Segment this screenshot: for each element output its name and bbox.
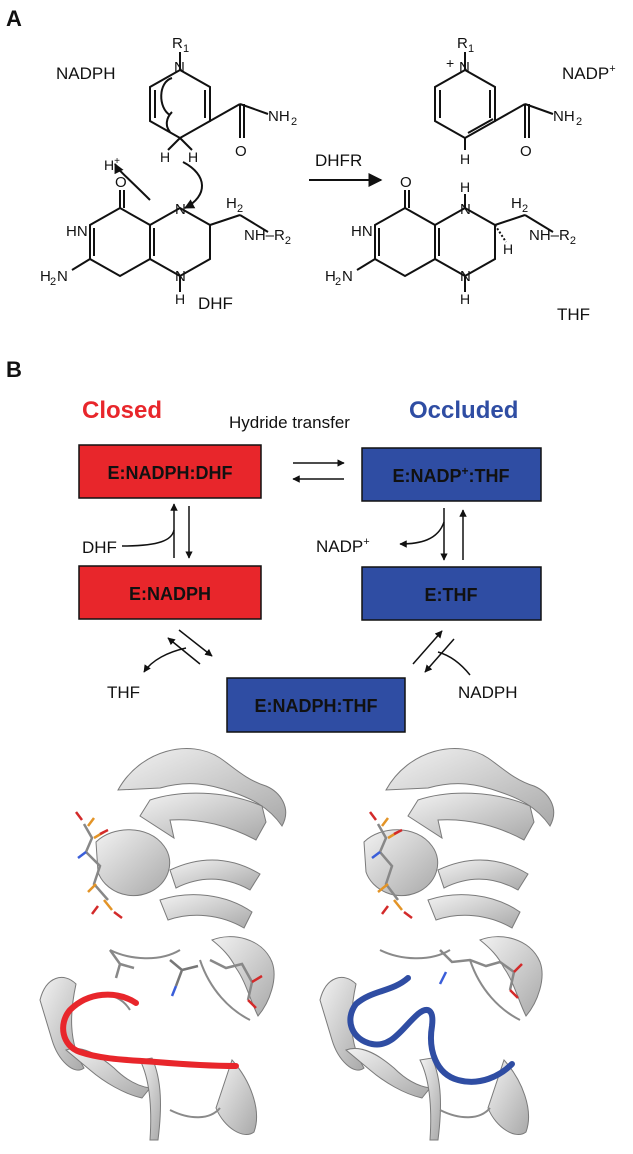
dhf-h2n-n: N (57, 268, 68, 285)
dhf-nh-atom: N (175, 268, 186, 285)
scheme-arrows (121, 459, 471, 676)
state-e-nadph-dhf: E:NADPH:DHF (78, 444, 262, 499)
nadph-structure (149, 52, 269, 151)
nadph-label: NADPH (56, 64, 116, 83)
nadp-nh2-atom: NH (553, 108, 575, 125)
state-e-nadp-thf: E:NADP+:THF (361, 447, 542, 502)
dhf-structure (71, 161, 269, 292)
thf-n5-atom: N (460, 201, 471, 218)
ligand-nadph: NADPH (458, 683, 518, 702)
panel-a: A NADPH N R 1 O NH 2 H H (6, 6, 616, 324)
thf-h2n-atom: H (325, 268, 336, 285)
loop-occluded (347, 975, 515, 1085)
svg-text:E:NADPH:DHF: E:NADPH:DHF (108, 463, 233, 483)
nadp-h-atom: H (460, 151, 470, 167)
nadph-nh2-sub: 2 (291, 116, 297, 128)
dhf-label: DHF (198, 294, 233, 313)
svg-text:E:THF: E:THF (425, 585, 478, 605)
nadp-label: NADP+ (562, 63, 616, 83)
thf-h2n-n: N (342, 268, 353, 285)
loop-closed (60, 991, 239, 1069)
proton-label: H+ (104, 156, 120, 173)
dhf-n5-atom: N (175, 201, 186, 218)
dhf-nh-r2: NH–R2 (244, 227, 291, 247)
nadph-r-atom: R (172, 35, 183, 52)
state-e-nadph-thf: E:NADPH:THF (226, 677, 406, 733)
thf-o-atom: O (400, 174, 412, 191)
ligand-sticks-closed (75, 811, 263, 1009)
nadph-nh2-atom: NH (268, 108, 290, 125)
thf-structure (356, 190, 554, 292)
protein-structure-occluded (319, 748, 555, 1141)
nadp-nh2-sub: 2 (576, 116, 582, 128)
nadph-r-sub: 1 (183, 43, 189, 55)
dhf-h2n-atom: H (40, 268, 51, 285)
ligand-sticks-occluded (369, 811, 523, 999)
thf-ch2-h: H (511, 195, 522, 212)
dhf-h2n-sub: 2 (50, 276, 56, 288)
ligand-thf: THF (107, 683, 140, 702)
thf-nh-r2: NH–R2 (529, 227, 576, 247)
state-e-nadph: E:NADPH (78, 565, 262, 620)
panel-b-label: B (6, 357, 22, 382)
dhf-ch2-sub: 2 (237, 203, 243, 215)
svg-text:E:NADPH:THF: E:NADPH:THF (255, 696, 378, 716)
hydride-transfer-label: Hydride transfer (229, 413, 350, 432)
ligand-dhf: DHF (82, 538, 117, 557)
panel-a-label: A (6, 6, 22, 31)
thf-hn-atom: HN (351, 223, 373, 240)
thf-label: THF (557, 305, 590, 324)
state-e-thf: E:THF (361, 566, 542, 621)
svg-text:E:NADPH: E:NADPH (129, 584, 211, 604)
closed-label: Closed (82, 397, 162, 424)
nadp-r-atom: R (457, 35, 468, 52)
nadph-h-right: H (188, 149, 198, 165)
thf-n5-h: H (460, 179, 470, 195)
ligand-nadp: NADP+ (316, 536, 370, 556)
protein-structure-closed (39, 748, 287, 1141)
panel-b: B Closed Occluded Hydride transfer E:NAD… (6, 357, 542, 733)
dhf-ch2-h: H (226, 195, 237, 212)
nadp-r-sub: 1 (468, 43, 474, 55)
dhf-o-atom: O (115, 174, 127, 191)
nadp-plus: + (446, 55, 454, 71)
thf-ch2-sub: 2 (522, 203, 528, 215)
dhfr-label: DHFR (315, 151, 362, 170)
nadp-structure (434, 52, 554, 150)
nadph-h-left: H (160, 149, 170, 165)
thf-c6-h: H (503, 241, 513, 257)
nadph-n-atom: N (174, 59, 185, 76)
thf-nh-h: H (460, 291, 470, 307)
thf-nh-atom: N (460, 268, 471, 285)
dhf-hn-atom: HN (66, 223, 88, 240)
thf-h2n-sub: 2 (335, 276, 341, 288)
occluded-label: Occluded (409, 397, 518, 424)
nadph-o-atom: O (235, 143, 247, 160)
nadp-o-atom: O (520, 143, 532, 160)
svg-text:E:NADP+:THF: E:NADP+:THF (392, 464, 509, 486)
dhf-nh-h: H (175, 291, 185, 307)
nadp-n-atom: N (459, 59, 470, 76)
